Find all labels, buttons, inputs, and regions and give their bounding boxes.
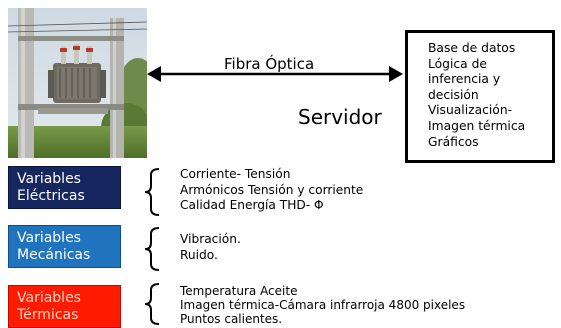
list-item: Ruido. [180, 247, 218, 262]
list-item: Vibración. [180, 232, 241, 246]
mechanical-brace [144, 227, 160, 271]
server-item: decisión [428, 87, 479, 102]
electrical-brace [144, 168, 160, 216]
transformer-photo [8, 8, 147, 158]
fiber-link-arrow [147, 66, 403, 82]
list-item: Temperatura Aceite [180, 284, 298, 298]
mechanical-variables-title-line1: Variables [17, 229, 81, 246]
electrical-variables-title-line1: Variables [17, 170, 81, 187]
thermal-variables-title-line2: Térmicas [17, 306, 79, 323]
list-item: Imagen térmica-Cámara infrarroja 4800 pi… [180, 298, 466, 313]
mechanical-variables-list: Vibración. Ruido. [180, 232, 241, 263]
list-item: Calidad Energía THD- Φ [180, 198, 324, 213]
list-item: Corriente- Tensión [180, 167, 291, 181]
server-item: inferencia y [428, 72, 501, 87]
server-item: Gráficos [428, 134, 479, 149]
server-label: Servidor [298, 105, 382, 129]
thermal-variables-title-line1: Variables [17, 289, 81, 306]
electrical-variables-title-line2: Eléctricas [17, 187, 85, 204]
server-item: Lógica de [428, 56, 487, 71]
mechanical-variables-box: Variables Mecánicas [8, 225, 121, 268]
server-item: Imagen térmica [428, 118, 526, 133]
thermal-brace [144, 283, 160, 325]
thermal-variables-box: Variables Térmicas [8, 285, 121, 328]
fiber-link-label: Fibra Óptica [224, 55, 315, 73]
server-function-list: Base de datos Lógica de inferencia y dec… [428, 41, 525, 150]
electrical-variables-list: Corriente- Tensión Armónicos Tensión y c… [180, 167, 363, 214]
server-item: Visualización- [428, 103, 513, 118]
thermal-variables-list: Temperatura Aceite Imagen térmica-Cámara… [180, 284, 465, 327]
electrical-variables-box: Variables Eléctricas [8, 166, 121, 209]
server-item: Base de datos [428, 41, 516, 55]
mechanical-variables-title-line2: Mecánicas [17, 246, 91, 263]
list-item: Puntos calientes. [180, 312, 283, 327]
server-box: Base de datos Lógica de inferencia y dec… [405, 30, 555, 163]
list-item: Armónicos Tensión y corriente [180, 182, 364, 197]
